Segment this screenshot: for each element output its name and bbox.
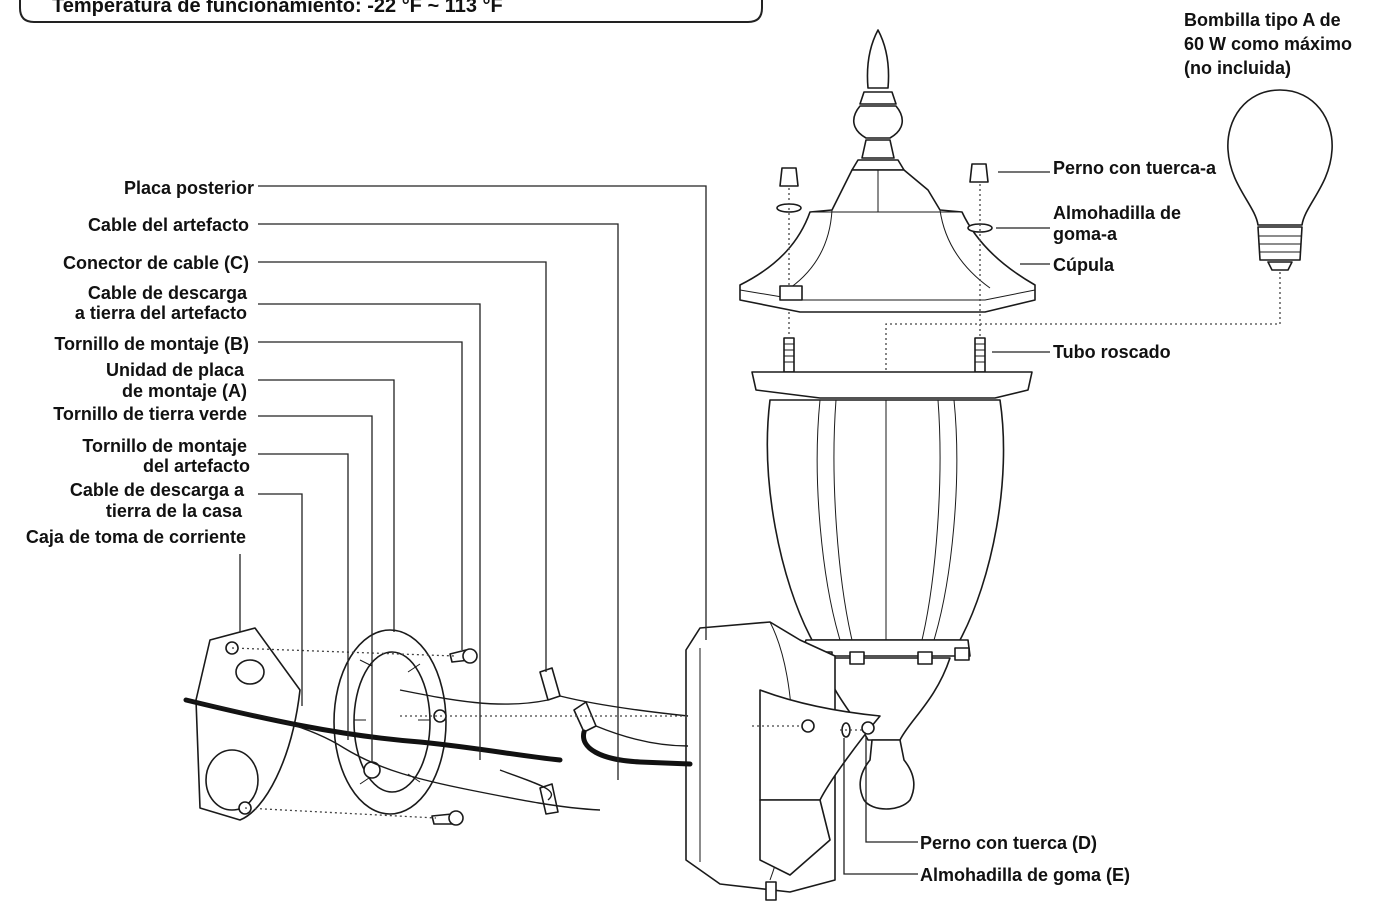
label-bolt-nut-a: Perno con tuerca-a [1053, 158, 1217, 178]
alignment-lines [231, 647, 690, 819]
threaded-tubes [783, 337, 986, 373]
bolt-nut-a-right [967, 163, 993, 336]
back-plate [685, 621, 881, 901]
lantern-body [751, 371, 1033, 810]
operating-temperature-text: Temperatura de funcionamiento: -22 °F ~ … [52, 0, 503, 17]
outlet-box [195, 627, 301, 821]
label-rubber-pad-a-1: Almohadilla de [1053, 203, 1181, 223]
right-labels: Bombilla tipo A de 60 W como máximo (no … [920, 10, 1352, 885]
lantern-finial [851, 29, 905, 171]
label-house-ground-2: tierra de la casa [106, 501, 243, 521]
label-fixture-ground-2: a tierra del artefacto [75, 303, 247, 323]
label-fixture-ground-1: Cable de descarga [88, 283, 248, 303]
label-wire-connector: Conector de cable (C) [63, 253, 249, 273]
dome [739, 169, 1036, 313]
label-bulb-2: 60 W como máximo [1184, 34, 1352, 54]
label-house-ground-1: Cable de descarga a [70, 480, 245, 500]
label-plate-unit-1: Unidad de placa [106, 360, 245, 380]
bolt-nut-a-left [776, 167, 802, 285]
wire-connectors [539, 667, 597, 815]
wires [183, 689, 693, 811]
label-dome: Cúpula [1053, 255, 1115, 275]
label-fixture-screw-1: Tornillo de montaje [82, 436, 247, 456]
header-box: Temperatura de funcionamiento: -22 °F ~ … [19, 0, 763, 23]
label-plate-unit-2: de montaje (A) [122, 381, 247, 401]
label-green-ground-screw: Tornillo de tierra verde [53, 404, 247, 424]
label-outlet-box: Caja de toma de corriente [26, 527, 246, 547]
label-fixture-wire: Cable del artefacto [88, 215, 249, 235]
light-bulb-icon [1227, 89, 1333, 271]
label-bulb-1: Bombilla tipo A de [1184, 10, 1341, 30]
label-bolt-nut-d: Perno con tuerca (D) [920, 833, 1097, 853]
mounting-screws [431, 648, 478, 826]
leader-lines [239, 171, 1050, 875]
mounting-plate [333, 629, 447, 815]
label-threaded-tube: Tubo roscado [1053, 342, 1171, 362]
left-labels: Placa posterior Cable del artefacto Cone… [26, 178, 254, 547]
label-mounting-screw: Tornillo de montaje (B) [54, 334, 249, 354]
label-fixture-screw-2: del artefacto [143, 456, 250, 476]
label-back-plate: Placa posterior [124, 178, 254, 198]
label-bulb-3: (no incluida) [1184, 58, 1291, 78]
label-rubber-pad-e: Almohadilla de goma (E) [920, 865, 1130, 885]
label-rubber-pad-a-2: goma-a [1053, 224, 1118, 244]
